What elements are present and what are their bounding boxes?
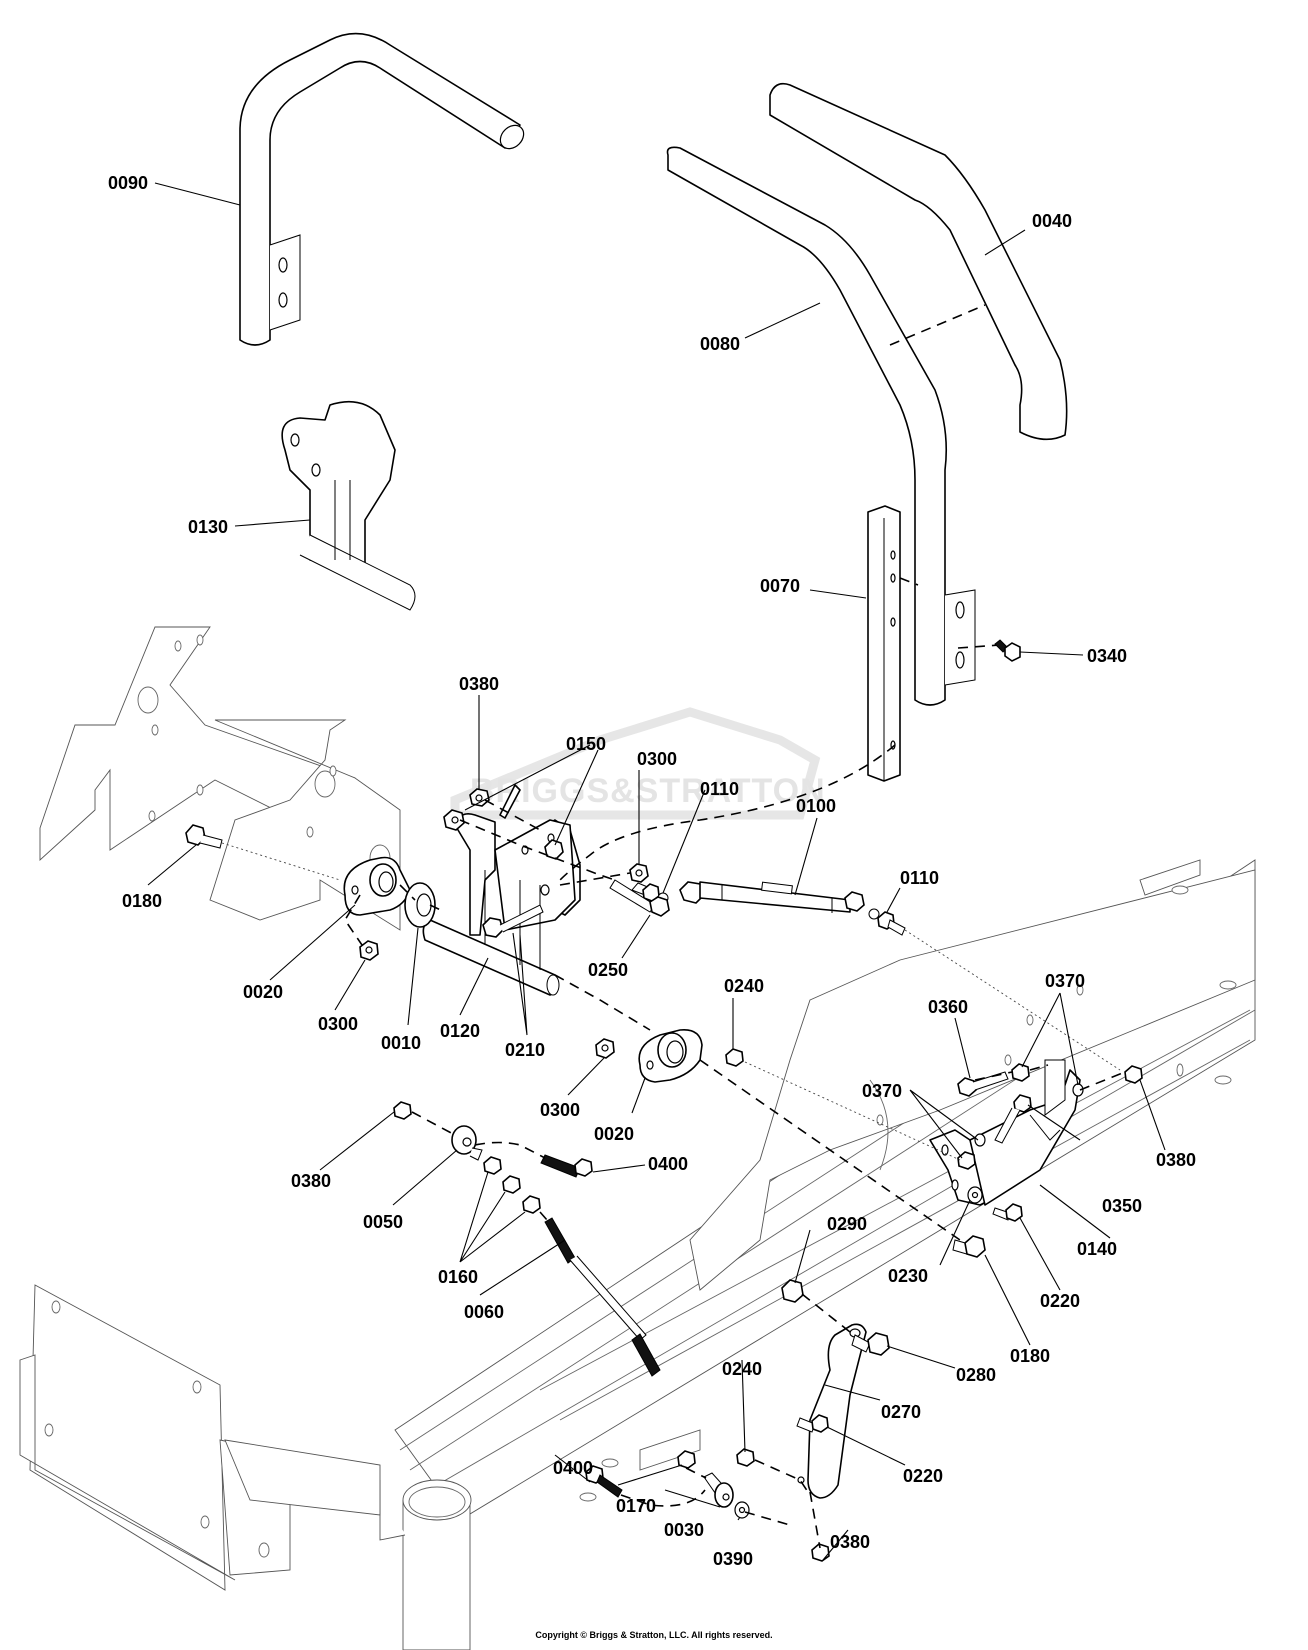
lock-nut-0380-top xyxy=(469,788,490,807)
flange-nut-0300-left xyxy=(359,940,379,961)
copyright-notice: Copyright © Briggs & Stratton, LLC. All … xyxy=(535,1630,773,1640)
rod-end-0050 xyxy=(451,1125,483,1161)
callout-0300-top[interactable]: 0300 xyxy=(637,749,677,769)
rod-end-0030 xyxy=(703,1472,734,1508)
collar-0010 xyxy=(404,882,436,928)
callout-0250[interactable]: 0250 xyxy=(588,960,628,980)
callout-0240-upper[interactable]: 0240 xyxy=(724,976,764,996)
nut-0150-right xyxy=(544,839,564,860)
control-rod-0100 xyxy=(679,881,865,913)
shoulder-bolt-0180-upper xyxy=(185,824,223,849)
callout-0290[interactable]: 0290 xyxy=(827,1214,867,1234)
watermark-logo: BRIGGS&STRATTON xyxy=(450,707,826,820)
callout-0030[interactable]: 0030 xyxy=(664,1520,704,1540)
callout-0300-lower[interactable]: 0300 xyxy=(540,1100,580,1120)
callout-labels: 0090 0080 0040 0130 0070 0340 0380 0150 … xyxy=(108,173,1196,1569)
flange-bolt-0340 xyxy=(899,577,1021,662)
tube-post xyxy=(379,1479,472,1650)
shoulder-bolt-0280 xyxy=(851,1332,890,1356)
callout-0390[interactable]: 0390 xyxy=(713,1549,753,1569)
callout-0380-left[interactable]: 0380 xyxy=(291,1171,331,1191)
callout-0170[interactable]: 0170 xyxy=(616,1496,656,1516)
leader-lines xyxy=(147,182,1166,1561)
callout-0340[interactable]: 0340 xyxy=(1087,646,1127,666)
callout-0370-lower[interactable]: 0370 xyxy=(862,1081,902,1101)
callout-0220-lower[interactable]: 0220 xyxy=(903,1466,943,1486)
callout-0360[interactable]: 0360 xyxy=(928,997,968,1017)
callout-0220-upper[interactable]: 0220 xyxy=(1040,1291,1080,1311)
callout-0300-left[interactable]: 0300 xyxy=(318,1014,358,1034)
flange-nut-0300-lower xyxy=(595,1038,615,1059)
right-handle-bar xyxy=(666,146,976,706)
callout-0380-top[interactable]: 0380 xyxy=(459,674,499,694)
callout-0060[interactable]: 0060 xyxy=(464,1302,504,1322)
callout-0100[interactable]: 0100 xyxy=(796,796,836,816)
left-handle-bar xyxy=(239,32,525,346)
callout-0110-left[interactable]: 0110 xyxy=(700,779,739,799)
link-arm-0270 xyxy=(797,1323,867,1499)
watermark-text: BRIGGS&STRATTON xyxy=(470,772,826,810)
callout-0210[interactable]: 0210 xyxy=(505,1040,545,1060)
callout-0080[interactable]: 0080 xyxy=(700,334,740,354)
callout-0130[interactable]: 0130 xyxy=(188,517,228,537)
callout-0280[interactable]: 0280 xyxy=(956,1365,996,1385)
callout-0400-lower[interactable]: 0400 xyxy=(553,1458,593,1478)
nut-0240-upper xyxy=(725,1048,744,1067)
mounting-plate xyxy=(19,1284,381,1591)
callout-0370-upper[interactable]: 0370 xyxy=(1045,971,1085,991)
shoulder-bolt-0180-lower xyxy=(952,1235,986,1258)
callout-0270[interactable]: 0270 xyxy=(881,1402,921,1422)
bolt-0210 xyxy=(482,904,544,938)
callout-0140[interactable]: 0140 xyxy=(1077,1239,1117,1259)
ball-joint-0110-right xyxy=(868,908,906,936)
callout-0090[interactable]: 0090 xyxy=(108,173,148,193)
callout-0240-lower[interactable]: 0240 xyxy=(722,1359,762,1379)
callout-0400-upper[interactable]: 0400 xyxy=(648,1154,688,1174)
callout-0380-right[interactable]: 0380 xyxy=(1156,1150,1196,1170)
shoulder-bolt-0220-upper xyxy=(992,1203,1023,1222)
hex-bolt-0360 xyxy=(957,1071,1009,1097)
jam-nuts-0160 xyxy=(483,1156,541,1214)
callout-0010[interactable]: 0010 xyxy=(381,1033,421,1053)
callout-0040[interactable]: 0040 xyxy=(1032,211,1072,231)
callout-0160[interactable]: 0160 xyxy=(438,1267,478,1287)
lock-nut-0380-right xyxy=(1124,1065,1143,1084)
control-bracket-assembly xyxy=(281,400,416,611)
hex-bolt-0400-upper xyxy=(540,1154,593,1178)
threaded-rod-0060 xyxy=(544,1217,661,1377)
hex-bolt-0400-lower xyxy=(585,1465,623,1498)
callout-0230[interactable]: 0230 xyxy=(888,1266,928,1286)
assembly-lines xyxy=(221,744,1126,1549)
nut-0150-left xyxy=(443,809,465,831)
hex-bolt-0250 xyxy=(609,879,670,917)
callout-0070[interactable]: 0070 xyxy=(760,576,800,596)
nuts-0370 xyxy=(957,1063,1084,1170)
callout-0120[interactable]: 0120 xyxy=(440,1021,480,1041)
callout-0180-lower[interactable]: 0180 xyxy=(1010,1346,1050,1366)
callout-0050[interactable]: 0050 xyxy=(363,1212,403,1232)
flange-bearing-0020-upper xyxy=(343,856,411,916)
callout-0110-right[interactable]: 0110 xyxy=(900,868,939,888)
jam-nut-0170 xyxy=(677,1450,696,1469)
callout-0020-upper[interactable]: 0020 xyxy=(243,982,283,1002)
square-tube-arm xyxy=(867,505,901,782)
callout-0180-upper[interactable]: 0180 xyxy=(122,891,162,911)
handle-grip xyxy=(769,82,1068,441)
lock-nut-0380-left xyxy=(393,1101,412,1120)
callout-0020-lower[interactable]: 0020 xyxy=(594,1124,634,1144)
mount-bracket-0140 xyxy=(929,1059,1081,1206)
callout-0150[interactable]: 0150 xyxy=(566,734,606,754)
washer-0390 xyxy=(734,1501,750,1519)
washer-0230 xyxy=(967,1186,983,1204)
callout-0380-bottom[interactable]: 0380 xyxy=(830,1532,870,1552)
flange-bearing-0020-lower xyxy=(638,1028,703,1083)
flange-nut-0300-mid xyxy=(629,863,649,883)
callout-0350[interactable]: 0350 xyxy=(1102,1196,1142,1216)
nut-0240-lower xyxy=(736,1448,755,1467)
